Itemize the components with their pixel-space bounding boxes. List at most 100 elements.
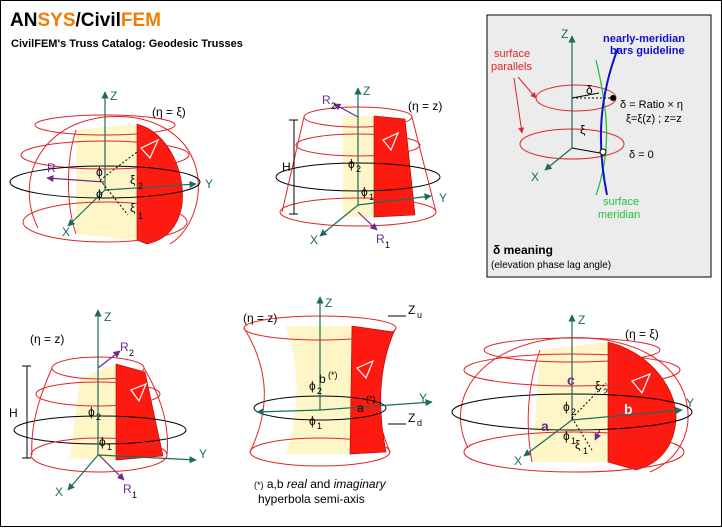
panel-guideline-2-text: bars guideline (610, 45, 685, 57)
dome-red-band (136, 123, 183, 245)
line-shape (104, 180, 197, 191)
panel-z-text: Z (561, 27, 568, 41)
panel-delta-text: δ (586, 83, 593, 97)
fig5-s1-text: 1 (583, 446, 588, 456)
path-shape (595, 59, 608, 196)
line-shape (98, 454, 125, 481)
fig4-note-1c-text: and (310, 477, 333, 491)
rect-shape (486, 14, 712, 278)
logo-civil: Civil (81, 10, 121, 31)
text-shape: ANSYS/CivilFEM (10, 10, 161, 31)
path-shape (140, 138, 160, 160)
line-shape (281, 116, 305, 213)
fig5-s1-text: 1 (571, 436, 576, 446)
path-shape (517, 76, 537, 99)
fig3-s1-text: 1 (107, 442, 112, 452)
fig2-s2-text: 2 (356, 164, 361, 174)
fig5-xi-text: ξ (595, 379, 601, 393)
delta-meaning-subtitle: (elevation phase lag angle) (491, 260, 611, 271)
fig5-phi-text: ϕ (563, 400, 570, 414)
fig3-r-text: R (120, 340, 129, 354)
path-shape (99, 151, 138, 216)
fig2-s1-text: 1 (369, 192, 374, 202)
fig4-zu-text: Z (408, 303, 415, 317)
path-shape (631, 372, 652, 395)
fig1-xi-text: ξ (130, 173, 136, 187)
panel-eq1-text: δ = Ratio × η (620, 99, 683, 111)
fig1-phi-text: ϕ (96, 165, 103, 179)
panel-eq2-text: ξ=ξ(z) ; z=z (626, 113, 682, 125)
fig4-s2-text: 2 (317, 386, 322, 396)
fig2-s2-text: 2 (331, 101, 336, 111)
line-shape (571, 147, 601, 154)
fig4-note-1a-text: a,b (267, 477, 287, 491)
line-shape (357, 193, 432, 206)
line-shape (544, 147, 573, 171)
panel-surface-parallels-1-text: surface (494, 48, 530, 60)
fig3-phi-text: ϕ (88, 405, 95, 419)
path-shape (68, 129, 77, 235)
fig4-z-text: Z (325, 296, 332, 310)
fig4-note-star-text: (*) (254, 480, 264, 490)
fig3-x-text: X (55, 485, 63, 499)
logo-letter-n: N (24, 10, 38, 31)
panel-eq3-text: δ = 0 (629, 149, 654, 161)
line-shape (571, 92, 600, 99)
fig4-d-text: d (417, 418, 422, 428)
fig1-s1-text: 1 (138, 211, 143, 221)
path-shape (136, 123, 148, 241)
fig5-a-text: a (541, 418, 549, 434)
fig4-phi-text: ϕ (309, 414, 316, 428)
fig5-y-text: Y (686, 396, 694, 410)
panel-guideline-1-text: nearly-meridian (603, 33, 685, 45)
hyperbola-note-line2: hyperbola semi-axis (258, 492, 365, 506)
fig4-eta-text: (η = z) (243, 311, 277, 325)
z-label: Z (110, 89, 117, 103)
fig1-s2-text: 2 (138, 181, 143, 191)
panel-surface-meridian-2-text: meridian (598, 209, 640, 221)
logo-fem: FEM (121, 10, 161, 31)
fig4-note-1b-text: real (287, 477, 307, 491)
path-shape (571, 382, 607, 451)
fig2-r-text: R (322, 93, 331, 107)
line-shape (67, 454, 99, 491)
fig3-phi-text: ϕ (99, 435, 106, 449)
dome-outline (28, 115, 199, 245)
circle-shape (599, 148, 607, 156)
fig5-x-text: X (514, 454, 522, 468)
line-shape (319, 398, 433, 411)
fig4-phi-text: ϕ (309, 379, 316, 393)
fig1-phi-text: ϕ (96, 187, 103, 201)
fig2-phi-text: ϕ (361, 185, 368, 199)
height-label: H (282, 160, 291, 174)
ellipse-shape (13, 415, 187, 445)
path-shape (607, 341, 621, 463)
path-shape (243, 327, 265, 453)
line-shape (571, 407, 683, 421)
fig2-eta-text: (η = z) (408, 99, 442, 113)
fig5-phi-text: ϕ (563, 429, 570, 443)
fig5-s2-text: 2 (571, 407, 576, 417)
line-shape (46, 174, 105, 183)
fig2-z-text: Z (363, 84, 370, 98)
page-subtitle: CivilFEM's Truss Catalog: Geodesic Truss… (11, 38, 243, 50)
path-shape (382, 131, 400, 152)
fig3-h-text: H (9, 406, 18, 420)
line-shape (411, 116, 437, 213)
fig4-a-text: a (357, 401, 364, 415)
frustum-red-band (115, 363, 164, 461)
x-label: X (62, 225, 70, 239)
path-shape (532, 342, 608, 462)
fig3-r-text: R (123, 482, 132, 496)
r-label: R (47, 161, 56, 175)
ellipse-shape (22, 201, 188, 243)
logo-slash: / (76, 10, 82, 31)
line-shape (97, 350, 121, 369)
fig5-c-text: c (567, 372, 575, 388)
fig5-eta-text: (η = ξ) (625, 327, 659, 341)
fig2-x-text: X (310, 233, 318, 247)
fig5-b-text: b (624, 401, 633, 417)
